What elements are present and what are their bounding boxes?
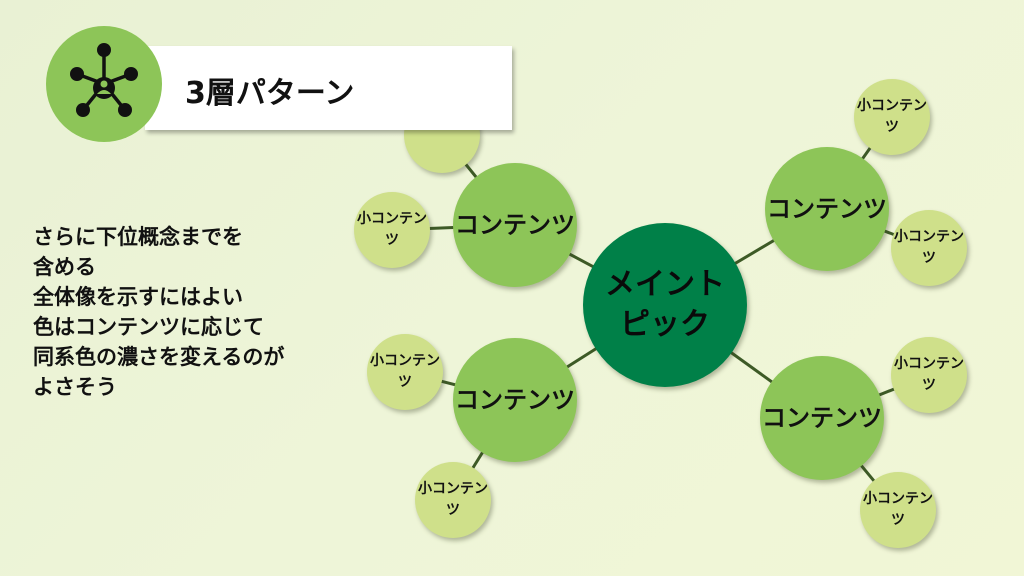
content-node: コンテンツ (453, 163, 577, 287)
note-line: よさそう (33, 375, 117, 399)
sub-node: 小コンテンツ (354, 192, 430, 268)
title-banner (145, 46, 512, 130)
content-node: コンテンツ (453, 338, 577, 462)
note-line: 同系色の濃さを変えるのが (33, 345, 285, 369)
content-node: コンテンツ (765, 147, 889, 271)
note-line: 色はコンテンツに応じて (33, 315, 264, 339)
sub-node: 小コンテンツ (891, 210, 967, 286)
note-line: さらに下位概念までを (33, 225, 243, 249)
sub-node: 小コンテンツ (891, 337, 967, 413)
sub-node: 小コンテンツ (415, 462, 491, 538)
note-line: 含める (33, 255, 96, 279)
sub-node: 小コンテンツ (367, 334, 443, 410)
sub-node: 小コンテンツ (860, 472, 936, 548)
slide-title: 3層パターン (185, 76, 355, 111)
content-node: コンテンツ (760, 356, 884, 480)
title-icon-badge (46, 26, 162, 142)
notes-text: さらに下位概念までを 含める 全体像を示すにはよい 色はコンテンツに応じて 同系… (33, 222, 284, 402)
network-icon (70, 43, 138, 117)
note-line: 全体像を示すにはよい (33, 285, 243, 309)
main-topic-node: メイントピック (583, 223, 747, 387)
sub-node: 小コンテンツ (854, 79, 930, 155)
